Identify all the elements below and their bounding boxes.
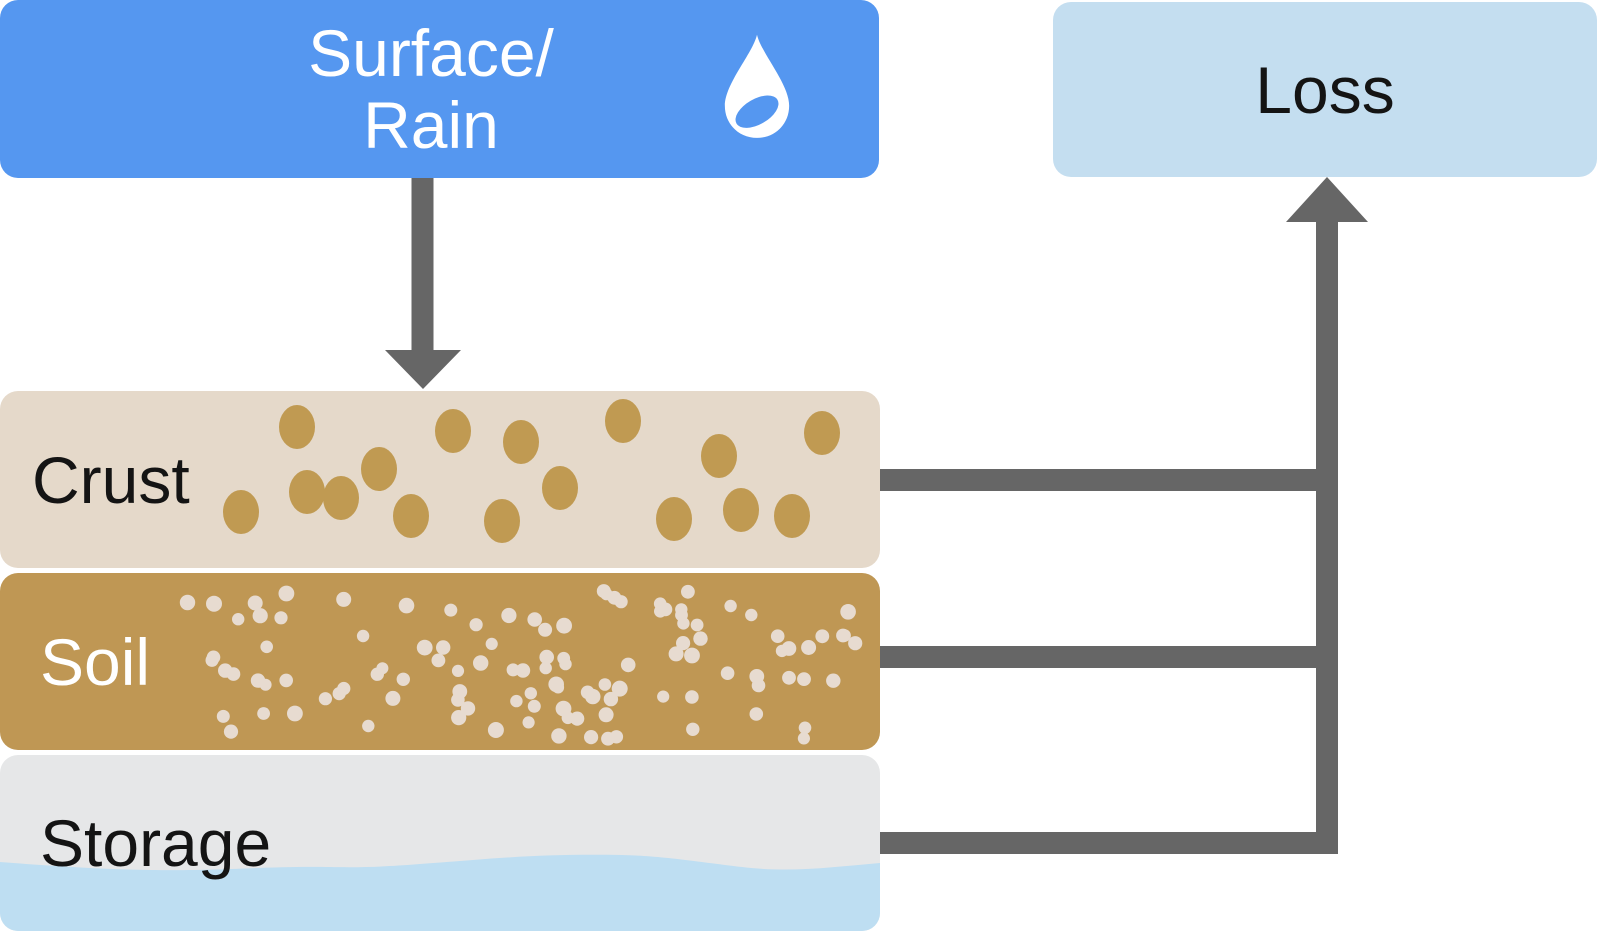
surface-rain-node: Surface/ Rain [0, 0, 879, 178]
loss-arrow-shaft [1316, 219, 1338, 854]
loss-label: Loss [1255, 52, 1395, 127]
ground-water-shape [0, 854, 880, 931]
storage-label: Storage [40, 806, 272, 880]
loss-node: Loss [1053, 2, 1597, 177]
crust-layer: Crust [0, 391, 880, 568]
water-wave-path [0, 854, 880, 931]
water-drop-icon [724, 34, 790, 138]
crust-dots [223, 399, 840, 543]
surface-rain-label: Surface/ Rain [0, 0, 862, 178]
soil-to-loss-line [870, 646, 1338, 668]
surface-to-crust-arrowhead [385, 350, 461, 389]
storage-to-loss-line [870, 832, 1338, 854]
storage-layer: Storage [0, 755, 880, 931]
loss-arrowhead [1286, 177, 1368, 222]
surface-rain-label-line1: Surface/ [308, 16, 554, 90]
soil-dots [179, 584, 863, 746]
surface-rain-label-line2: Rain [363, 88, 499, 162]
crust-to-loss-line [870, 469, 1338, 491]
crust-label: Crust [32, 442, 190, 517]
soil-layer: Soil [0, 573, 880, 750]
soil-label: Soil [40, 624, 151, 699]
surface-to-crust-arrow-shaft [411, 176, 434, 352]
